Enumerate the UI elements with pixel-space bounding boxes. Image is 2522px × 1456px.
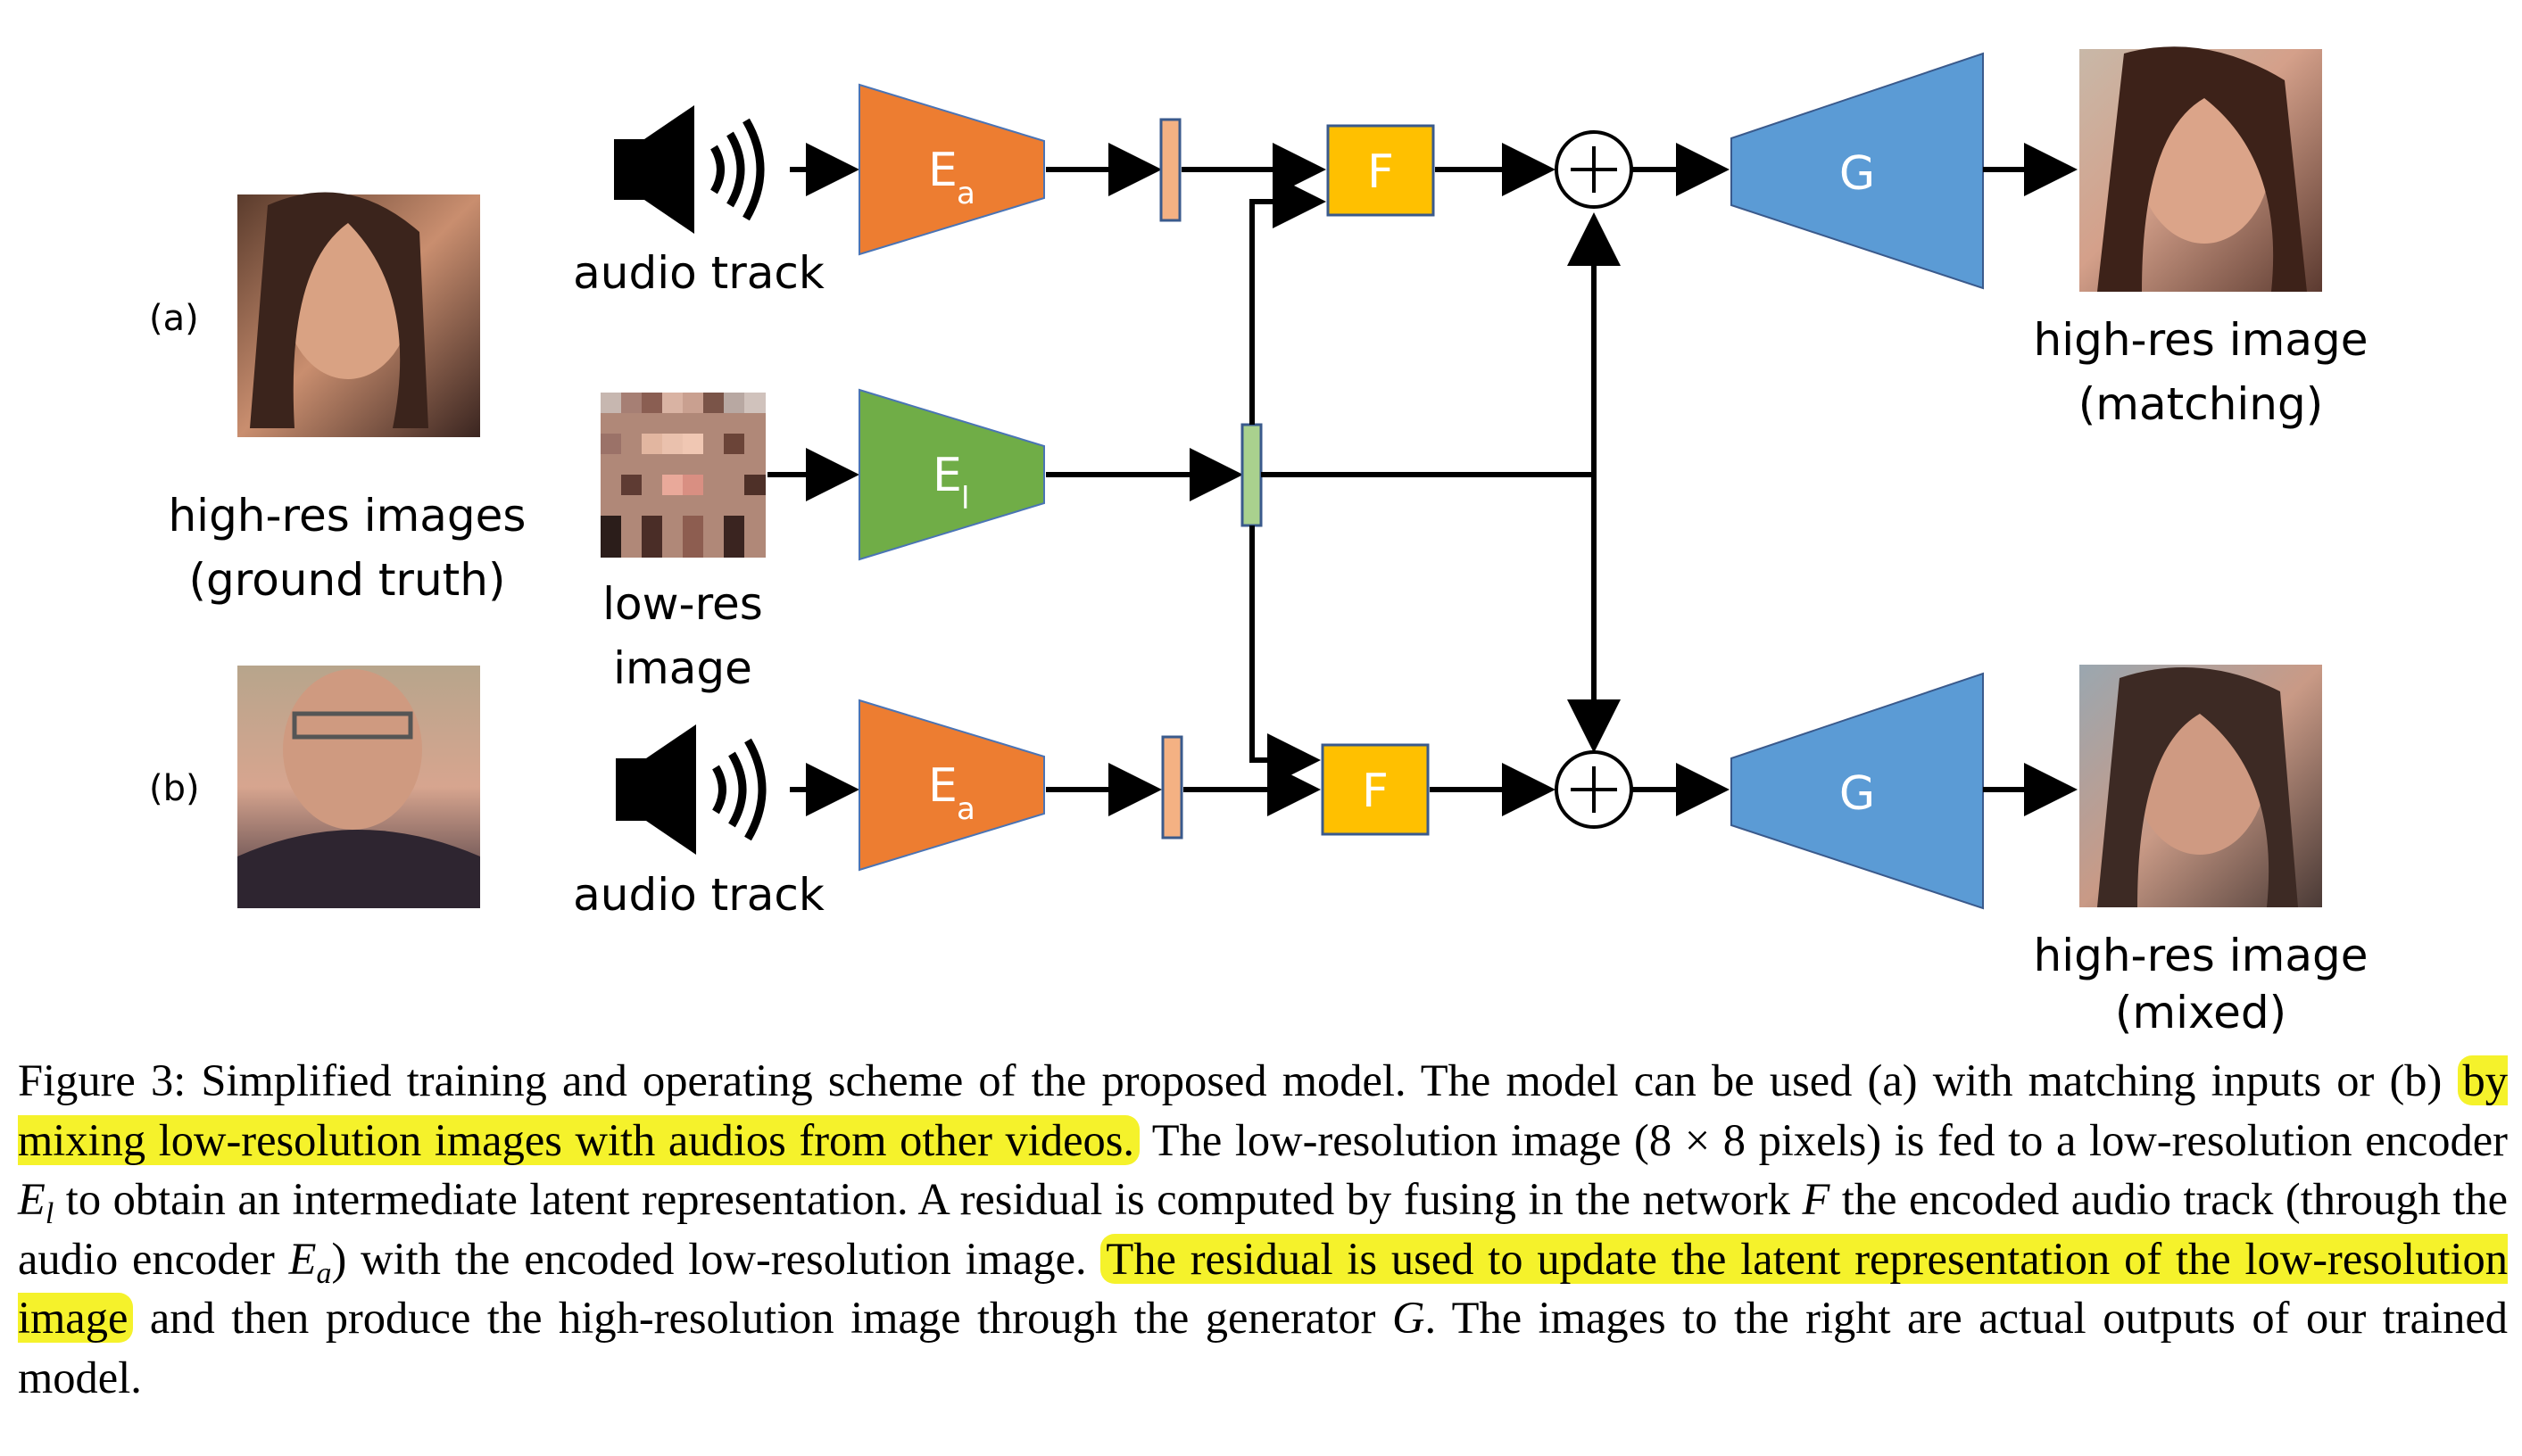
caption-text: and then produce the high-resolution ima… <box>133 1293 1392 1343</box>
low-res-encoder: E l <box>859 388 1045 561</box>
audio-latent-a <box>1159 118 1182 222</box>
audio-latent-b <box>1161 735 1183 840</box>
caption-text: to obtain an intermediate latent represe… <box>54 1174 1803 1224</box>
caption-text: Figure 3: Simplified training and operat… <box>18 1055 2458 1105</box>
low-res-label-line2: image <box>613 642 752 694</box>
sum-node-b <box>1555 750 1633 829</box>
fusion-block-a: F <box>1326 124 1435 217</box>
figure-caption: Figure 3: Simplified training and operat… <box>18 1051 2509 1407</box>
caption-text: . The images to the right are actual out… <box>18 1293 2508 1402</box>
generator-a: G <box>1730 52 1984 290</box>
ground-truth-image-a <box>237 192 480 437</box>
caption-math-f: F <box>1802 1174 1830 1224</box>
generator-b: G <box>1730 672 1984 910</box>
svg-text:F: F <box>1367 145 1394 199</box>
row-label-a: (a) <box>149 298 199 339</box>
audio-label-a: audio track <box>573 247 825 299</box>
caption-math-g: G <box>1391 1293 1425 1343</box>
row-label-b: (b) <box>149 768 200 809</box>
svg-text:a: a <box>957 176 975 211</box>
ground-truth-label-line2: (ground truth) <box>189 554 506 606</box>
sum-node-a <box>1555 130 1633 209</box>
output-image-a <box>2079 46 2322 292</box>
caption-math-ea: Ea <box>288 1233 332 1290</box>
speaker-icon-b <box>616 724 767 855</box>
fusion-block-b: F <box>1321 743 1430 836</box>
low-res-label-line1: low-res <box>602 578 763 630</box>
output-image-b <box>2079 665 2322 907</box>
audio-encoder-a: E a <box>859 83 1045 256</box>
audio-label-b: audio track <box>573 869 825 921</box>
output-a-label-line1: high-res image <box>2034 314 2369 366</box>
caption-text: The low-resolution image (8 × 8 pixels) … <box>1140 1114 2509 1165</box>
svg-text:E: E <box>928 759 958 813</box>
audio-encoder-b: E a <box>859 699 1045 872</box>
low-res-image <box>601 393 766 558</box>
low-res-latent <box>1240 423 1263 527</box>
svg-text:G: G <box>1839 767 1875 821</box>
svg-text:G: G <box>1839 147 1875 201</box>
svg-text:E: E <box>928 144 958 197</box>
output-b-label-line2: (mixed) <box>2115 987 2286 1035</box>
ground-truth-label-line1: high-res images <box>168 490 526 542</box>
svg-text:a: a <box>957 791 975 827</box>
svg-text:E: E <box>933 449 962 502</box>
output-a-label-line2: (matching) <box>2078 378 2323 430</box>
output-b-label-line1: high-res image <box>2034 930 2369 981</box>
caption-text: the encoded audio track (through the aud… <box>18 1174 2508 1284</box>
svg-text:F: F <box>1362 765 1389 818</box>
ground-truth-image-b <box>237 666 480 908</box>
speaker-icon-a <box>614 105 765 234</box>
caption-text: ) with the encoded low-resolution image. <box>331 1233 1101 1284</box>
svg-text:l: l <box>961 481 969 517</box>
model-diagram: (a) high-res images (ground truth) (b) a… <box>149 46 2369 1035</box>
caption-math-el: El <box>18 1174 54 1230</box>
